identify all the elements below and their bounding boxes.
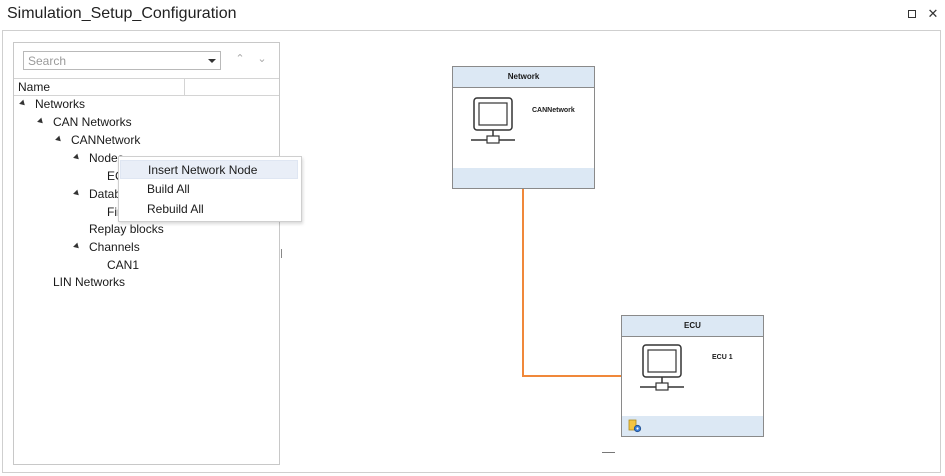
ecu-computer-icon	[640, 344, 684, 391]
tree-item-label: LIN Networks	[53, 275, 126, 289]
expand-arrow-icon[interactable]	[19, 99, 27, 108]
tree-item-label: Channels	[89, 240, 140, 254]
expand-arrow-icon[interactable]	[73, 189, 81, 198]
menu-item-rebuild-all[interactable]: Rebuild All	[120, 200, 298, 219]
network-block-name: CANNetwork	[532, 107, 575, 114]
network-block[interactable]: Network CANNetwork	[452, 66, 595, 189]
tree-item-label: CANNetwork	[71, 133, 141, 147]
network-block-header: Network	[453, 67, 594, 88]
search-placeholder: Search	[28, 54, 67, 68]
context-menu: Insert Network Node Build All Rebuild Al…	[118, 156, 302, 222]
column-header: Name	[14, 78, 279, 96]
column-separator[interactable]	[184, 79, 185, 95]
menu-item-label: Rebuild All	[147, 202, 204, 216]
node-settings-icon[interactable]	[628, 419, 642, 433]
close-icon[interactable]: ✕	[927, 6, 939, 21]
tree-panel: Search ⌃ ⌄ Name Networks CAN Networks CA…	[13, 42, 280, 465]
menu-item-build-all[interactable]: Build All	[120, 180, 298, 199]
chevron-up-icon[interactable]: ⌃	[235, 53, 245, 65]
title-bar: Simulation_Setup_Configuration ✕	[0, 0, 945, 30]
expand-arrow-icon[interactable]	[73, 153, 81, 162]
ecu-block-footer	[622, 416, 763, 436]
ecu-block-header: ECU	[622, 316, 763, 337]
connection-line	[522, 189, 524, 376]
panel-splitter[interactable]	[281, 249, 282, 258]
ecu-block-name: ECU 1	[712, 354, 733, 361]
column-header-name[interactable]: Name	[18, 80, 51, 94]
expand-arrow-icon[interactable]	[55, 135, 63, 144]
menu-item-label: Insert Network Node	[148, 163, 258, 177]
expand-arrow-icon[interactable]	[73, 242, 81, 251]
separator-line	[602, 452, 615, 453]
network-block-footer	[453, 168, 594, 188]
expand-arrow-icon[interactable]	[37, 117, 45, 126]
tree-item-label: CAN Networks	[53, 115, 132, 129]
window-frame	[2, 30, 941, 473]
chevron-down-icon[interactable]	[208, 59, 216, 63]
window-title: Simulation_Setup_Configuration	[7, 5, 237, 22]
connection-line	[522, 375, 622, 377]
maximize-icon[interactable]	[904, 6, 920, 22]
menu-item-insert-network-node[interactable]: Insert Network Node	[120, 160, 298, 179]
tree-item-label: Replay blocks	[89, 222, 164, 236]
ecu-block[interactable]: ECU ECU 1	[621, 315, 764, 437]
network-computer-icon	[471, 97, 515, 144]
chevron-down-icon[interactable]: ⌄	[257, 53, 267, 65]
tree-item-label: Nodes	[89, 151, 124, 165]
tree-item-label: CAN1	[107, 258, 140, 272]
search-input[interactable]: Search	[23, 51, 221, 70]
menu-item-label: Build All	[147, 182, 190, 196]
tree-item-label: Networks	[35, 97, 86, 111]
